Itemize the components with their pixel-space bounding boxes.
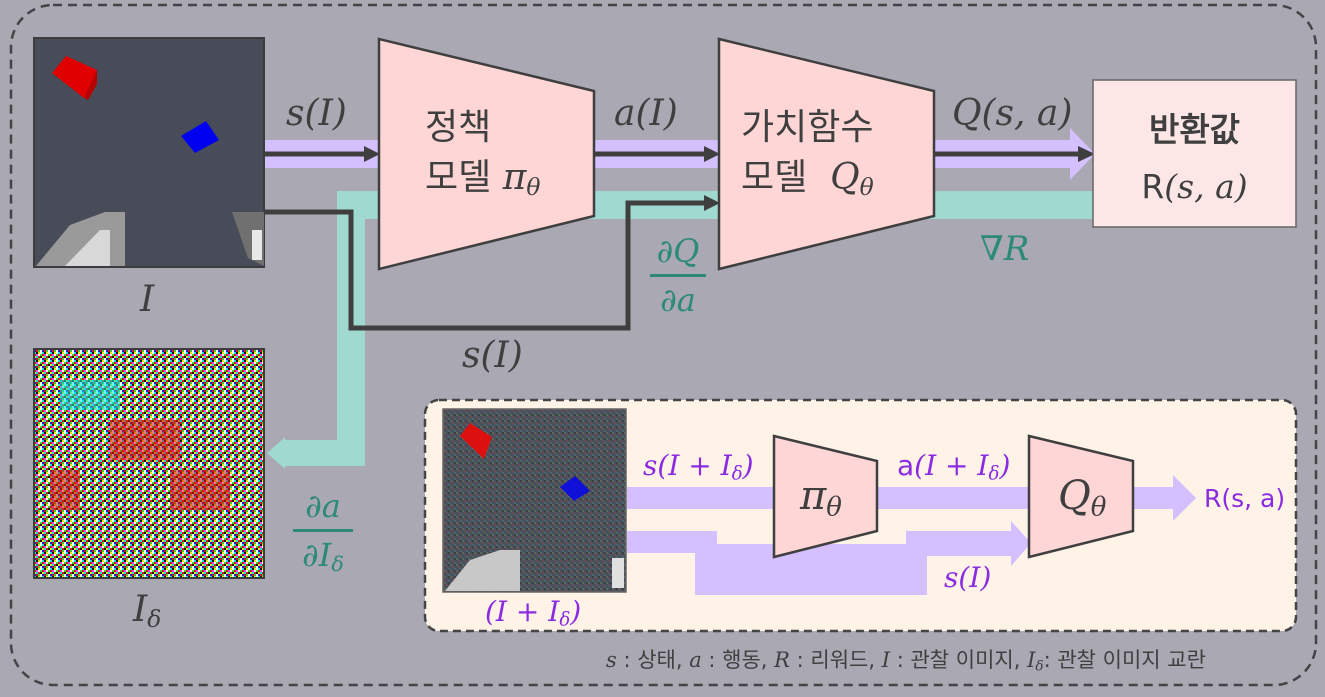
policy-model-subtitle: 모델 πθ bbox=[425, 157, 541, 201]
gradient-arrowhead bbox=[267, 437, 285, 469]
red-cube-icon bbox=[52, 56, 97, 98]
inset-clean-state-label: s(I) bbox=[944, 561, 992, 594]
reward-box bbox=[1092, 79, 1297, 228]
value-model-subtitle: 모델 Qθ bbox=[741, 157, 874, 201]
perturbation-caption: Iδ bbox=[133, 589, 162, 633]
signal-arrowheads bbox=[364, 146, 1095, 211]
value-model-shape bbox=[717, 37, 936, 271]
grad-q-numerator: ∂Q bbox=[656, 232, 700, 270]
inset-perturbed-action-label: a(I + Iδ) bbox=[897, 449, 1011, 485]
inset-perturbed-state-label: s(I + Iδ) bbox=[643, 449, 754, 485]
grad-a-denominator: ∂Iδ bbox=[302, 536, 344, 577]
observation-image bbox=[33, 37, 265, 268]
inset-image-caption: (I + Iδ) bbox=[485, 595, 582, 631]
grad-a-numerator: ∂a bbox=[305, 487, 341, 525]
reward-formula: R(s, a) bbox=[1141, 167, 1248, 206]
inset-value-shape bbox=[1027, 434, 1135, 559]
value-model-title: 가치함수 bbox=[741, 107, 874, 148]
grad-q-fraction: ∂Q ∂a bbox=[650, 232, 706, 319]
edge-state-to-policy: s(I) bbox=[286, 93, 347, 134]
edge-state-bypass: s(I) bbox=[462, 335, 523, 376]
observation-caption: I bbox=[140, 279, 155, 320]
outer-frame bbox=[9, 3, 1318, 687]
inset-value-symbol: Qθ bbox=[1058, 473, 1107, 523]
inset-policy-shape bbox=[772, 434, 879, 559]
inset-policy-symbol: πθ bbox=[800, 473, 842, 523]
policy-model-title: 정책 bbox=[425, 107, 492, 148]
edge-action-to-value: a(I) bbox=[614, 93, 678, 134]
legend: s : 상태, a : 행동, R : 리워드, I : 관찰 이미지, Iδ:… bbox=[606, 648, 1206, 675]
grad-q-denominator: ∂a bbox=[660, 281, 696, 319]
inset-perturbed-image bbox=[442, 408, 627, 593]
reward-title: 반환값 bbox=[1148, 110, 1241, 149]
grad-reward-label: ∇R bbox=[980, 229, 1030, 269]
inset-forward-flow bbox=[627, 475, 1196, 595]
grad-a-fraction: ∂a ∂Iδ bbox=[293, 487, 353, 576]
blue-cube-icon bbox=[181, 121, 219, 153]
red-cube-icon bbox=[460, 423, 492, 459]
signal-lines bbox=[264, 151, 1078, 331]
policy-model-shape bbox=[377, 37, 596, 271]
edge-q-to-reward: Q(s, a) bbox=[952, 93, 1073, 134]
blue-cube-icon bbox=[560, 476, 590, 501]
inset-reward-label: R(s, a) bbox=[1204, 484, 1286, 513]
